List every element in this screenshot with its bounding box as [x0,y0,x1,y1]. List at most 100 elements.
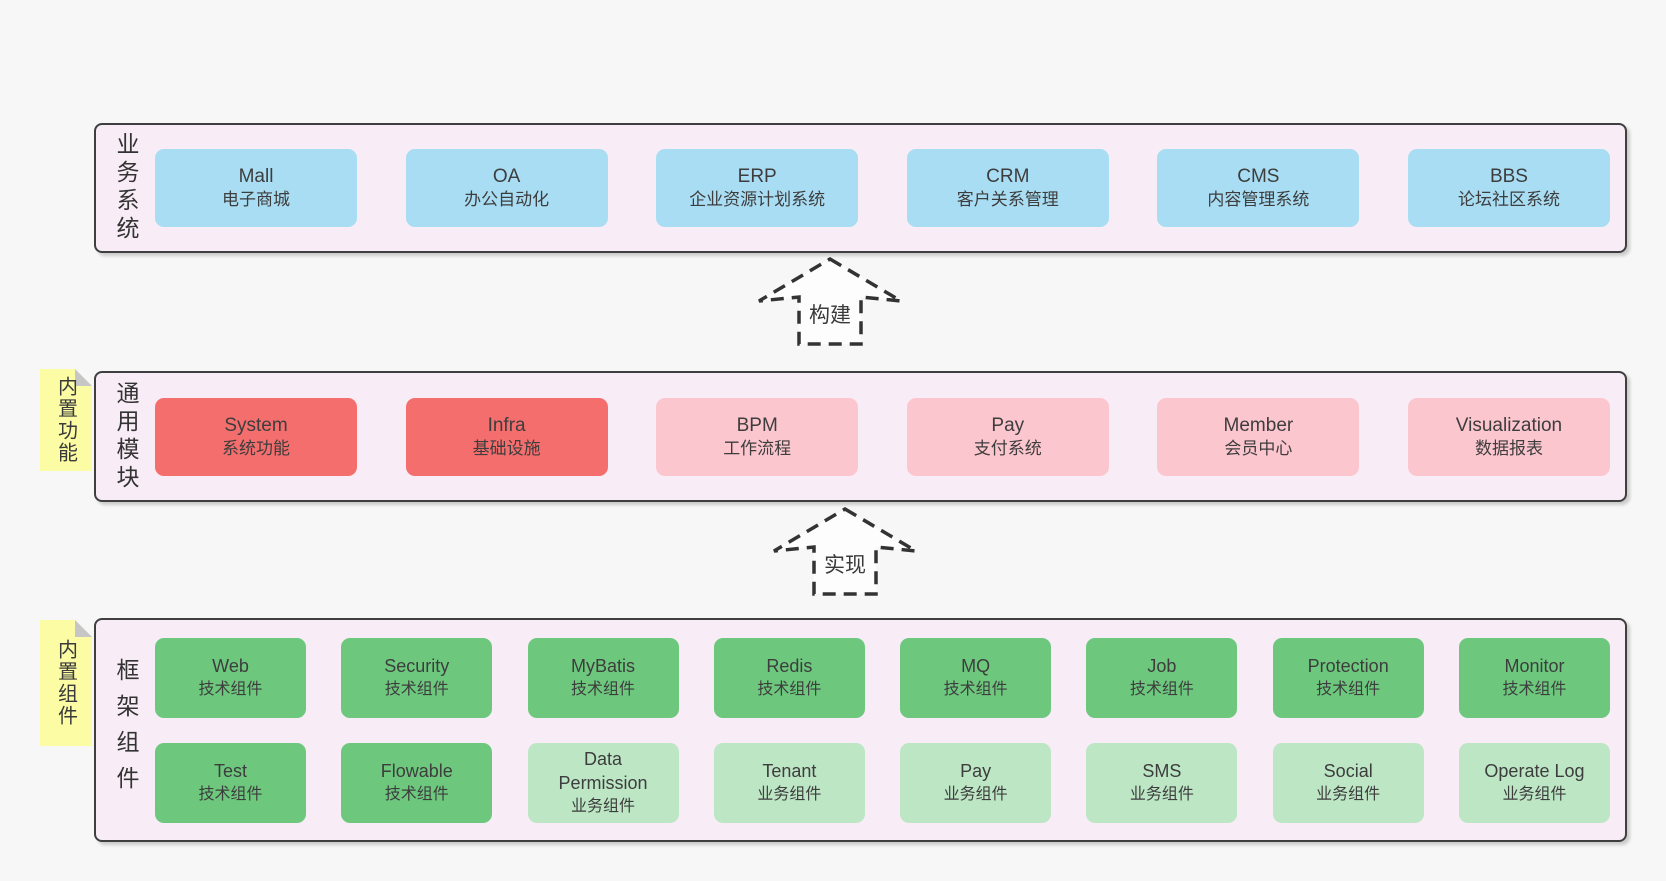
module-subtitle: 支付系统 [973,438,1042,458]
module-subtitle: 业务组件 [1129,785,1194,803]
module-subtitle: 技术组件 [198,680,263,698]
sticky-note-built-in-features: 内置功能 [40,369,92,471]
module-title: Pay [960,761,992,782]
module-title: System [224,414,288,436]
module-box-test: Test 技术组件 [155,742,306,823]
module-subtitle: 系统功能 [222,438,290,458]
sticky-note-label: 内置功能 [54,376,77,464]
module-subtitle: 会员中心 [1224,438,1293,458]
module-subtitle: 业务组件 [943,785,1008,803]
module-subtitle: 技术组件 [1129,680,1194,698]
module-title: Flowable [380,761,453,782]
module-box-operate-log: Operate Log 业务组件 [1458,742,1610,823]
module-subtitle: 技术组件 [198,785,263,803]
module-title: MQ [961,656,991,677]
build-arrow: 构建 [755,256,905,348]
sticky-note-built-in-components: 内置组件 [40,620,92,746]
module-title: Redis [766,656,813,677]
section-side-label: 框架组件 [113,658,139,802]
implement-arrow-label: 实现 [824,554,866,577]
module-subtitle: 企业资源计划系统 [689,190,826,210]
module-title: Job [1147,656,1177,677]
module-box-job: Job 技术组件 [1086,637,1238,718]
module-box-mybatis: MyBatis 技术组件 [527,637,679,718]
module-box-social: Social 业务组件 [1272,742,1424,823]
module-subtitle: 技术组件 [1316,680,1381,698]
module-box-redis: Redis 技术组件 [713,637,865,718]
module-title: CMS [1237,166,1280,188]
module-subtitle: 业务组件 [1502,785,1567,803]
module-box-sms: SMS 业务组件 [1086,742,1238,823]
module-title: Security [384,656,450,677]
dashed-up-arrow-icon: 实现 [773,506,917,596]
module-title: Tenant [762,761,817,782]
module-subtitle: 客户关系管理 [956,190,1059,210]
module-subtitle: 工作流程 [723,438,792,458]
module-title: Mall [238,166,274,188]
module-title: MyBatis [571,656,636,677]
dashed-up-arrow-icon: 构建 [758,256,902,346]
module-subtitle: 数据报表 [1474,438,1543,458]
module-title: Pay [991,414,1025,436]
module-box-pay: Pay 业务组件 [900,742,1052,823]
module-subtitle: 论坛社区系统 [1457,190,1560,210]
module-box-data-permission: Data Permission 业务组件 [527,742,679,823]
module-title: BPM [736,414,778,436]
module-subtitle: 技术组件 [571,680,636,698]
build-arrow-label: 构建 [809,304,851,327]
module-subtitle: 技术组件 [943,680,1008,698]
module-title: CRM [986,166,1030,188]
module-subtitle: 业务组件 [571,797,636,815]
module-title: Data Permission [558,749,648,793]
module-subtitle: 业务组件 [1316,785,1381,803]
module-title: Member [1223,414,1294,436]
module-subtitle: 办公自动化 [464,190,550,210]
module-box-mq: MQ 技术组件 [900,637,1052,718]
folded-corner-icon [75,620,92,637]
module-title: Operate Log [1484,761,1585,782]
module-title: Infra [487,414,526,436]
sticky-note-label: 内置组件 [54,639,77,727]
module-subtitle: 技术组件 [384,680,449,698]
module-title: Web [212,656,249,677]
section-side-label: 业务系统 [113,132,139,244]
module-title: SMS [1142,761,1182,782]
module-title: Test [213,761,247,782]
module-title: Monitor [1504,656,1565,677]
module-box-web: Web 技术组件 [155,637,306,718]
module-title: Social [1323,761,1373,782]
module-subtitle: 技术组件 [757,680,822,698]
module-subtitle: 基础设施 [472,438,541,458]
module-title: OA [492,166,521,188]
module-box-tenant: Tenant 业务组件 [713,742,865,823]
implement-arrow: 实现 [770,506,920,598]
module-box-security: Security 技术组件 [341,637,493,718]
module-subtitle: 技术组件 [384,785,449,803]
module-title: Visualization [1455,414,1563,436]
module-subtitle: 业务组件 [757,785,822,803]
module-subtitle: 内容管理系统 [1207,190,1310,210]
